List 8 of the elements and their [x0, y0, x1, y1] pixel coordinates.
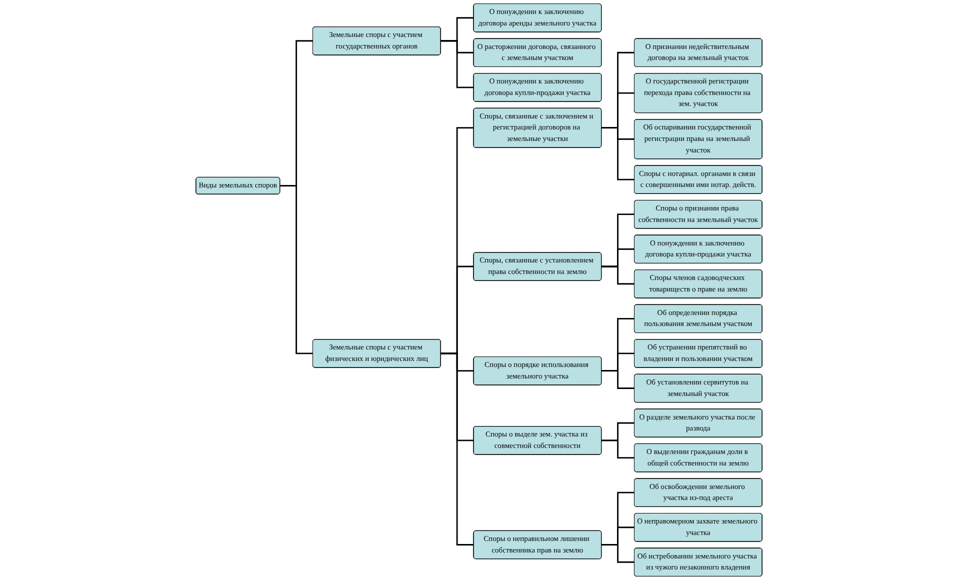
connector [440, 352, 474, 546]
connector [601, 440, 634, 458]
connector [280, 184, 313, 354]
connector [601, 544, 634, 563]
connector [440, 40, 474, 88]
connector [601, 127, 634, 180]
connector [601, 370, 634, 389]
connector [601, 266, 634, 285]
